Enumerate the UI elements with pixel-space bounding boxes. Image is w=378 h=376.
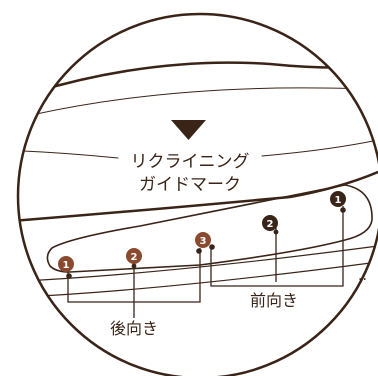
svg-text:1: 1 [335, 195, 342, 206]
guide-line-left [18, 149, 119, 159]
recline-track [46, 184, 373, 273]
guide-mark-triangle-icon [171, 120, 206, 140]
svg-text:3: 3 [200, 236, 207, 247]
seat-lower-edge-1 [18, 245, 378, 283]
leader-dot [340, 207, 346, 213]
front-marker-1: 1 [330, 191, 346, 207]
forward-leaders [210, 206, 344, 287]
svg-text:1: 1 [63, 260, 70, 271]
svg-text:2: 2 [131, 252, 138, 263]
svg-text:2: 2 [267, 219, 274, 230]
leader-dot [196, 248, 202, 254]
guide-mark-label-line1: リクライニング [131, 152, 250, 172]
leader-dot [131, 263, 137, 269]
rear-marker-1: 1 [58, 256, 74, 272]
guide-mark-label-line2: ガイドマーク [139, 175, 241, 195]
front-marker-2: 2 [262, 215, 278, 231]
forward-label: 前向き [250, 291, 298, 310]
rear-marker-2: 2 [126, 248, 142, 264]
guide-line-right [261, 139, 378, 157]
backward-label: 後向き [110, 319, 158, 338]
leader-dot [273, 229, 279, 235]
leader-dot [66, 273, 72, 279]
seat-mid-contour [18, 170, 378, 224]
ellipsis-text: ·· [358, 272, 367, 288]
backward-leaders [67, 248, 201, 318]
leader-dot [209, 244, 215, 250]
rear-marker-3: 3 [195, 232, 211, 248]
